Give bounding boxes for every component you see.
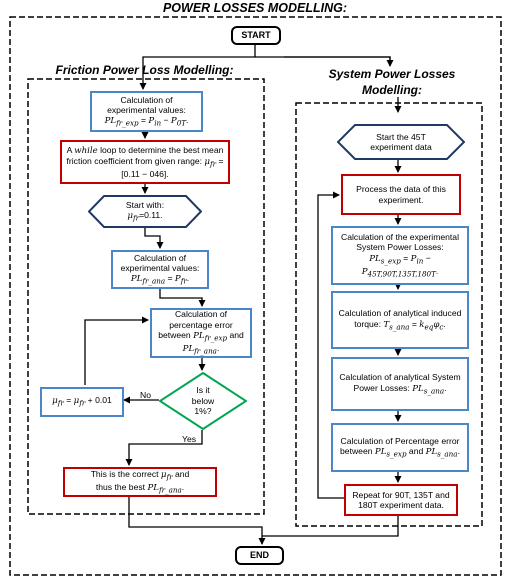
friction-ana-calc-box: Calculation of experimental values:PLfr_… (111, 250, 209, 289)
while-loop-box: A while loop to determine the best mean … (60, 140, 230, 184)
friction-section-title: Friction Power Loss Modelling: (55, 63, 234, 77)
friction-exp-calc-text: Calculation of experimental values:PLfr_… (104, 94, 189, 128)
process-data-text: Process the data of this experiment. (356, 184, 446, 205)
process-data-box: Process the data of this experiment. (341, 174, 461, 215)
friction-pct-error-text: Calculation of percentage error between … (158, 309, 244, 357)
system-pct-error-text: Calculation of Percentage error between … (340, 435, 460, 459)
repeat-box: Repeat for 90T, 135T and 180T experiment… (344, 484, 458, 516)
induced-torque-text: Calculation of analytical induced torque… (338, 308, 462, 332)
no-label: No (140, 390, 151, 400)
system-pct-error-box: Calculation of Percentage error between … (331, 423, 469, 472)
while-loop-text: A while loop to determine the best mean … (66, 144, 224, 180)
repeat-text: Repeat for 90T, 135T and 180T experiment… (352, 489, 450, 510)
below-1pct-decision: Is it below 1%? (159, 372, 247, 430)
start-with-hexagon: Start with:μfr=0.11. (88, 195, 202, 228)
increment-box: μfr = μfr + 0.01 (40, 387, 124, 417)
friction-pct-error-box: Calculation of percentage error between … (150, 308, 252, 358)
system-exp-losses-text: Calculation of the experimental System P… (341, 231, 459, 279)
yes-label: Yes (182, 434, 197, 444)
start-label: START (241, 30, 271, 41)
end-terminal: END (235, 546, 284, 565)
system-section-title: System Power Losses Modelling: (328, 67, 456, 97)
increment-text: μfr = μfr + 0.01 (52, 395, 112, 409)
end-label: END (249, 550, 269, 561)
friction-frame (27, 78, 265, 515)
friction-exp-calc-box: Calculation of experimental values:PLfr_… (90, 91, 203, 132)
page-title: POWER LOSSES MODELLING: (162, 1, 348, 15)
system-ana-losses-box: Calculation of analytical System Power L… (331, 357, 469, 411)
decision-text: Is it below 1%? (191, 384, 215, 417)
friction-ana-calc-text: Calculation of experimental values:PLfr_… (120, 252, 200, 286)
start-with-text: Start with:μfr=0.11. (125, 199, 165, 223)
system-exp-losses-box: Calculation of the experimental System P… (331, 226, 469, 285)
induced-torque-box: Calculation of analytical induced torque… (331, 291, 469, 349)
start-terminal: START (231, 26, 281, 45)
system-frame (295, 102, 483, 527)
outer-frame (9, 16, 502, 576)
system-ana-losses-text: Calculation of analytical System Power L… (339, 372, 461, 396)
